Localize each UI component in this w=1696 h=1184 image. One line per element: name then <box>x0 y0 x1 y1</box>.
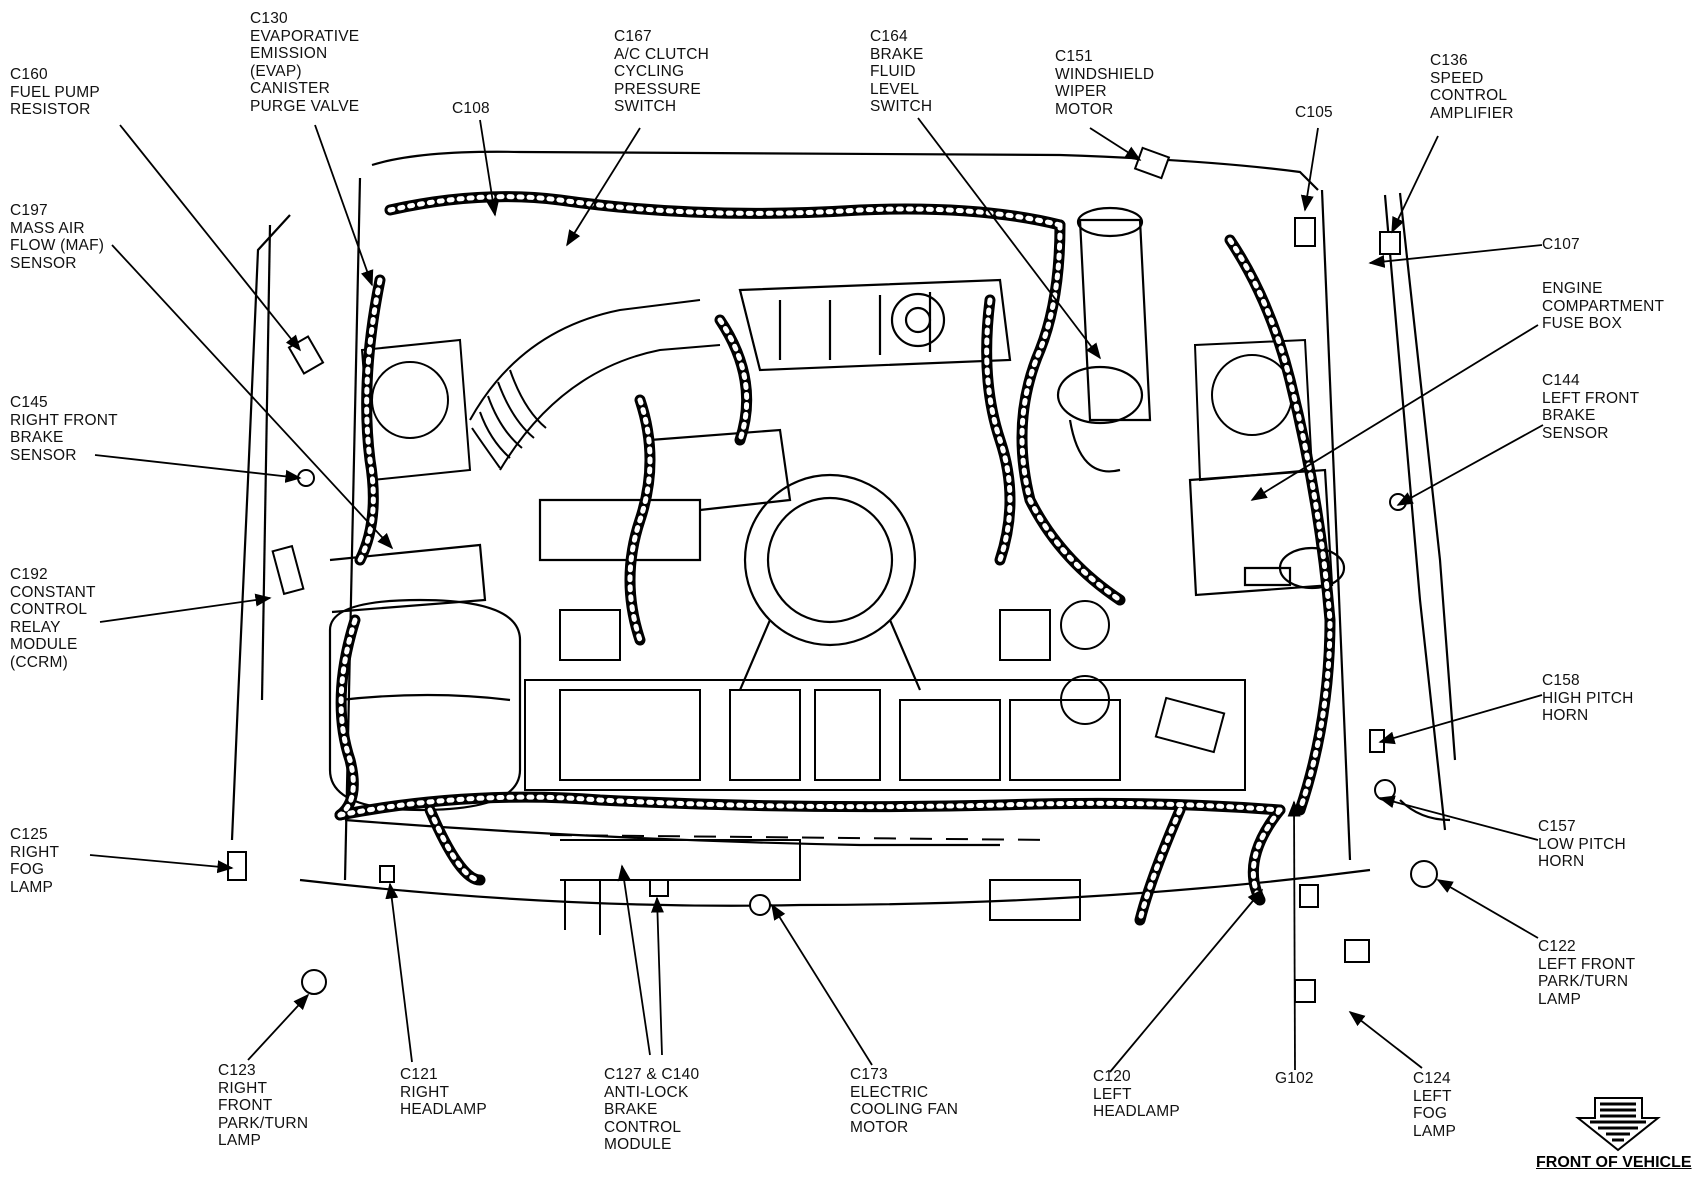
radiator-support <box>524 679 1246 935</box>
label-c125: C125 RIGHT FOG LAMP <box>10 826 60 896</box>
label-c130: C130 EVAPORATIVE EMISSION (EVAP) CANISTE… <box>250 10 360 115</box>
label-c127-c140: C127 & C140 ANTI-LOCK BRAKE CONTROL MODU… <box>604 1066 700 1153</box>
label-g102: G102 <box>1275 1070 1314 1087</box>
strut-towers <box>360 338 1314 482</box>
label-c192: C192 CONSTANT CONTROL RELAY MODULE (CCRM… <box>10 566 96 671</box>
label-c173: C173 ELECTRIC COOLING FAN MOTOR <box>850 1066 959 1136</box>
label-c123: C123 RIGHT FRONT PARK/TURN LAMP <box>218 1062 309 1149</box>
front-of-vehicle-label: FRONT OF VEHICLE <box>1536 1154 1692 1171</box>
leader-lines <box>89 117 1544 1073</box>
front-arrow-icon <box>1575 1097 1661 1152</box>
relay-blocks <box>559 600 1226 754</box>
label-c124: C124 LEFT FOG LAMP <box>1413 1070 1457 1140</box>
label-c157: C157 LOW PITCH HORN <box>1538 818 1626 870</box>
label-fuse-box: ENGINE COMPARTMENT FUSE BOX <box>1542 280 1665 332</box>
label-c105: C105 <box>1295 104 1333 121</box>
dashed-line <box>549 834 1051 841</box>
brake-master-cylinder <box>1056 206 1152 473</box>
intake-hose <box>469 299 721 471</box>
vehicle-body-outline <box>230 150 1457 907</box>
label-c158: C158 HIGH PITCH HORN <box>1542 672 1634 724</box>
label-c151: C151 WINDSHIELD WIPER MOTOR <box>1055 48 1155 118</box>
label-c144: C144 LEFT FRONT BRAKE SENSOR <box>1542 372 1640 442</box>
wiring-harness <box>334 191 1336 926</box>
label-c121: C121 RIGHT HEADLAMP <box>400 1066 487 1118</box>
label-c164: C164 BRAKE FLUID LEVEL SWITCH <box>870 28 933 115</box>
air-cleaner <box>328 543 522 812</box>
connectors <box>227 146 1438 1003</box>
label-c120: C120 LEFT HEADLAMP <box>1093 1068 1180 1120</box>
fan-shroud <box>738 292 946 691</box>
label-c107: C107 <box>1542 236 1580 253</box>
label-c136: C136 SPEED CONTROL AMPLIFIER <box>1430 52 1514 122</box>
label-c122: C122 LEFT FRONT PARK/TURN LAMP <box>1538 938 1636 1008</box>
label-c160: C160 FUEL PUMP RESISTOR <box>10 66 100 118</box>
label-c108: C108 <box>452 100 490 117</box>
intake-manifold <box>538 278 1012 562</box>
label-c145: C145 RIGHT FRONT BRAKE SENSOR <box>10 394 118 464</box>
label-c197: C197 MASS AIR FLOW (MAF) SENSOR <box>10 202 105 272</box>
label-c167: C167 A/C CLUTCH CYCLING PRESSURE SWITCH <box>614 28 710 115</box>
